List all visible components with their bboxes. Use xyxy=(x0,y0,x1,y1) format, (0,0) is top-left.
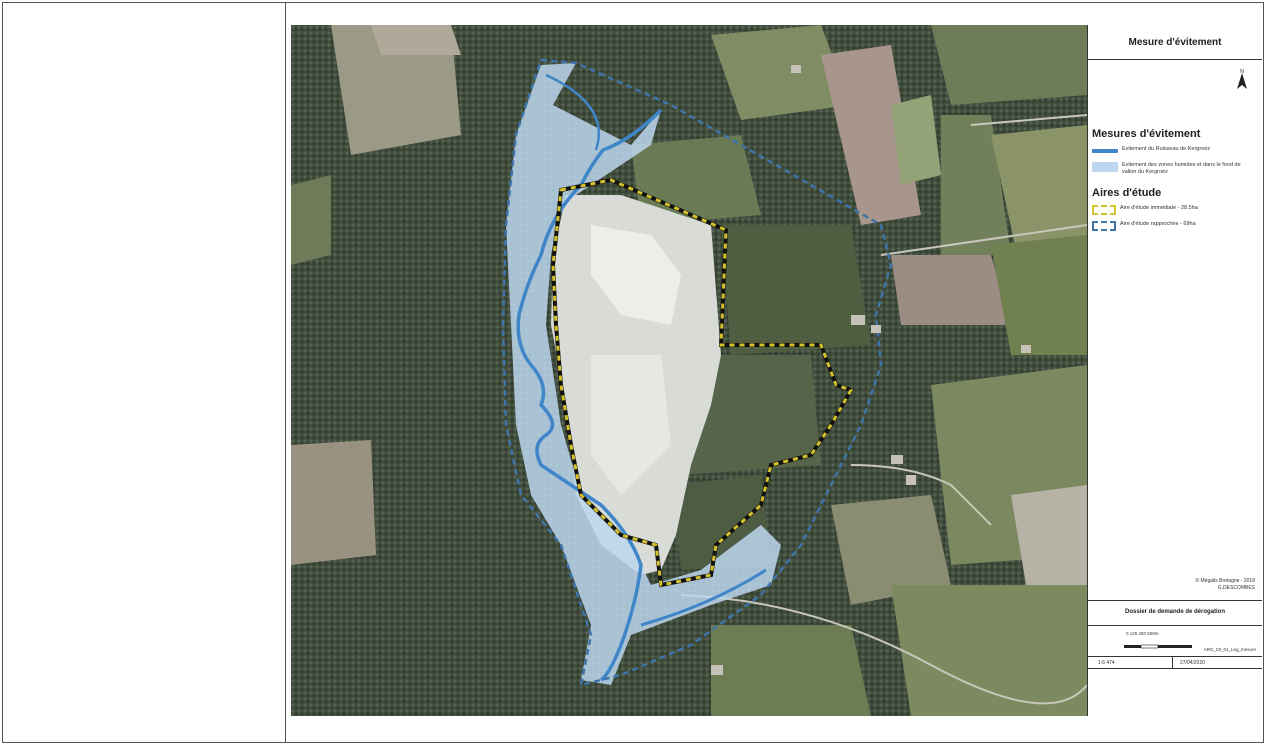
agricultural-fields xyxy=(291,25,1087,716)
map-title: Mesure d'évitement xyxy=(1088,25,1262,60)
buildings xyxy=(711,65,1031,675)
document-reference: ARG_03_01_Leg_mesure xyxy=(1203,647,1256,652)
stream-branch-north xyxy=(545,73,601,151)
frame-divider xyxy=(285,2,286,743)
map-canvas[interactable] xyxy=(291,25,1087,716)
legend-item-wetland: Evitement des zones humides et dans le f… xyxy=(1092,162,1252,175)
legend-swatch-yellow-dashed xyxy=(1092,205,1116,215)
immediate-study-area-dash xyxy=(551,178,854,587)
legend-section-measures: Mesures d'évitement xyxy=(1092,128,1201,140)
scale-bar-text: 0 125 250 500m xyxy=(1126,631,1159,636)
document-title: Dossier de demande de dérogation xyxy=(1124,609,1226,615)
roads xyxy=(680,114,1087,705)
document-date: 27/04/2020 xyxy=(1180,660,1206,666)
legend-panel: Mesure d'évitement N Mesures d'évitement… xyxy=(1087,25,1262,716)
legend-item-close-area: Aire d'étude rapprochée - 69ha xyxy=(1092,221,1250,231)
document-scale: 1:6 474 xyxy=(1098,660,1115,666)
legend-item-stream: Evitement du Ruisseau de Kergroëz xyxy=(1092,146,1252,153)
north-arrow-icon: N xyxy=(1237,69,1247,89)
legend-swatch-blue-dashed xyxy=(1092,221,1116,231)
legend-swatch-line xyxy=(1092,149,1118,153)
quarry-bench xyxy=(591,355,671,495)
svg-text:N: N xyxy=(1240,69,1244,75)
document-info-box: Dossier de demande de dérogation 0 125 2… xyxy=(1088,600,1262,716)
scale-bar-icon xyxy=(1124,644,1192,649)
close-study-area-outline xyxy=(501,58,893,687)
wetland-avoidance-zone xyxy=(506,63,781,685)
legend-swatch-fill xyxy=(1092,162,1118,172)
legend-section-study-areas: Aires d'étude xyxy=(1092,187,1162,199)
quarry-pit xyxy=(591,225,681,325)
stream-branch xyxy=(640,568,767,627)
map-credits: © Mégalis Bretagne - 2018 G.DESCOMBES xyxy=(1195,578,1255,591)
legend-item-immediate-area: Aire d'étude immédiate - 28.5ha xyxy=(1092,205,1250,215)
